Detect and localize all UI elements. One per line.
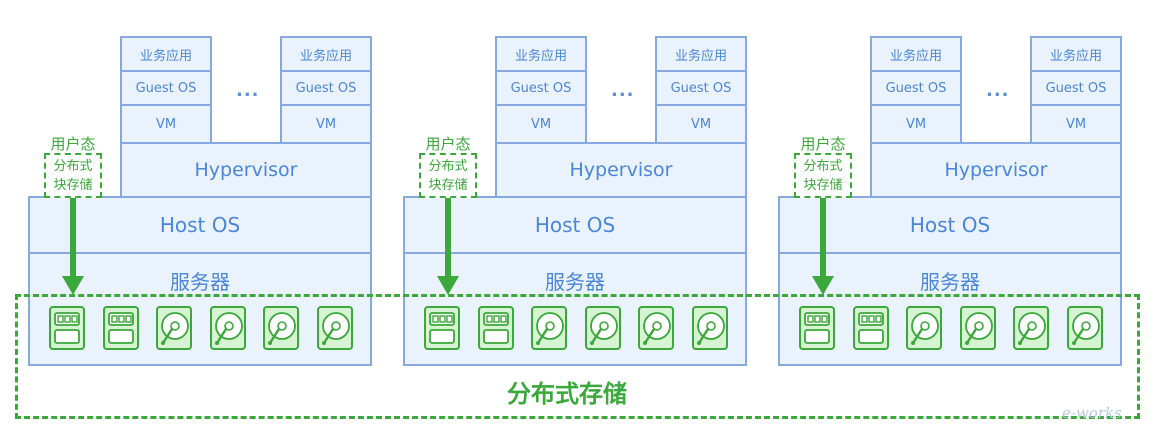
ssd-icon: [798, 305, 836, 351]
vm-box: VM: [280, 104, 372, 144]
ssd-icon: [477, 305, 515, 351]
hypervisor-box: Hypervisor: [870, 142, 1122, 198]
hdd-icon: [959, 305, 997, 351]
ssd-icon: [48, 305, 86, 351]
server-box: 服务器: [778, 252, 1122, 366]
hdd-icon: [584, 305, 622, 351]
hdd-icon: [1066, 305, 1104, 351]
user-state-label: 用户态: [800, 135, 846, 153]
dist-block-line2: 块存储: [428, 177, 468, 193]
hdd-icon: [530, 305, 568, 351]
distributed-storage-label: 分布式存储: [507, 380, 627, 408]
app-box: 业务应用: [1030, 36, 1122, 72]
hdd-icon: [316, 305, 354, 351]
hypervisor-box: Hypervisor: [120, 142, 372, 198]
app-box: 业务应用: [120, 36, 212, 72]
distributed-block-storage: 分布式块存储: [419, 153, 477, 198]
down-arrow-icon: [437, 198, 459, 296]
distributed-storage-boundary: [15, 294, 1140, 419]
dist-block-line1: 分布式: [428, 158, 468, 174]
app-box: 业务应用: [495, 36, 587, 72]
server-box: 服务器: [28, 252, 372, 366]
down-arrow-icon: [62, 198, 84, 296]
hypervisor-box: Hypervisor: [495, 142, 747, 198]
vm-box: VM: [870, 104, 962, 144]
user-state-label: 用户态: [425, 135, 471, 153]
guest-os-box: Guest OS: [280, 70, 372, 106]
app-box: 业务应用: [655, 36, 747, 72]
ssd-icon: [852, 305, 890, 351]
host-os-box: Host OS: [403, 196, 747, 254]
hdd-icon: [209, 305, 247, 351]
user-state-label: 用户态: [50, 135, 96, 153]
host-os-box: Host OS: [778, 196, 1122, 254]
dist-block-line1: 分布式: [53, 158, 93, 174]
guest-os-box: Guest OS: [655, 70, 747, 106]
down-arrow-icon: [812, 198, 834, 296]
dist-block-line2: 块存储: [53, 177, 93, 193]
hdd-icon: [691, 305, 729, 351]
vm-box: VM: [495, 104, 587, 144]
watermark-logo: e-works: [1062, 404, 1122, 422]
vm-box: VM: [655, 104, 747, 144]
vm-box: VM: [1030, 104, 1122, 144]
guest-os-box: Guest OS: [870, 70, 962, 106]
hdd-icon: [905, 305, 943, 351]
hdd-icon: [1012, 305, 1050, 351]
ssd-icon: [423, 305, 461, 351]
app-box: 业务应用: [870, 36, 962, 72]
ssd-icon: [102, 305, 140, 351]
hdd-icon: [155, 305, 193, 351]
guest-os-box: Guest OS: [120, 70, 212, 106]
guest-os-box: Guest OS: [1030, 70, 1122, 106]
app-box: 业务应用: [280, 36, 372, 72]
vm-box: VM: [120, 104, 212, 144]
dist-block-line2: 块存储: [803, 177, 843, 193]
ellipsis: ...: [236, 80, 260, 101]
guest-os-box: Guest OS: [495, 70, 587, 106]
server-box: 服务器: [403, 252, 747, 366]
ellipsis: ...: [611, 80, 635, 101]
dist-block-line1: 分布式: [803, 158, 843, 174]
distributed-block-storage: 分布式块存储: [794, 153, 852, 198]
hdd-icon: [637, 305, 675, 351]
distributed-block-storage: 分布式块存储: [44, 153, 102, 198]
hdd-icon: [262, 305, 300, 351]
ellipsis: ...: [986, 80, 1010, 101]
